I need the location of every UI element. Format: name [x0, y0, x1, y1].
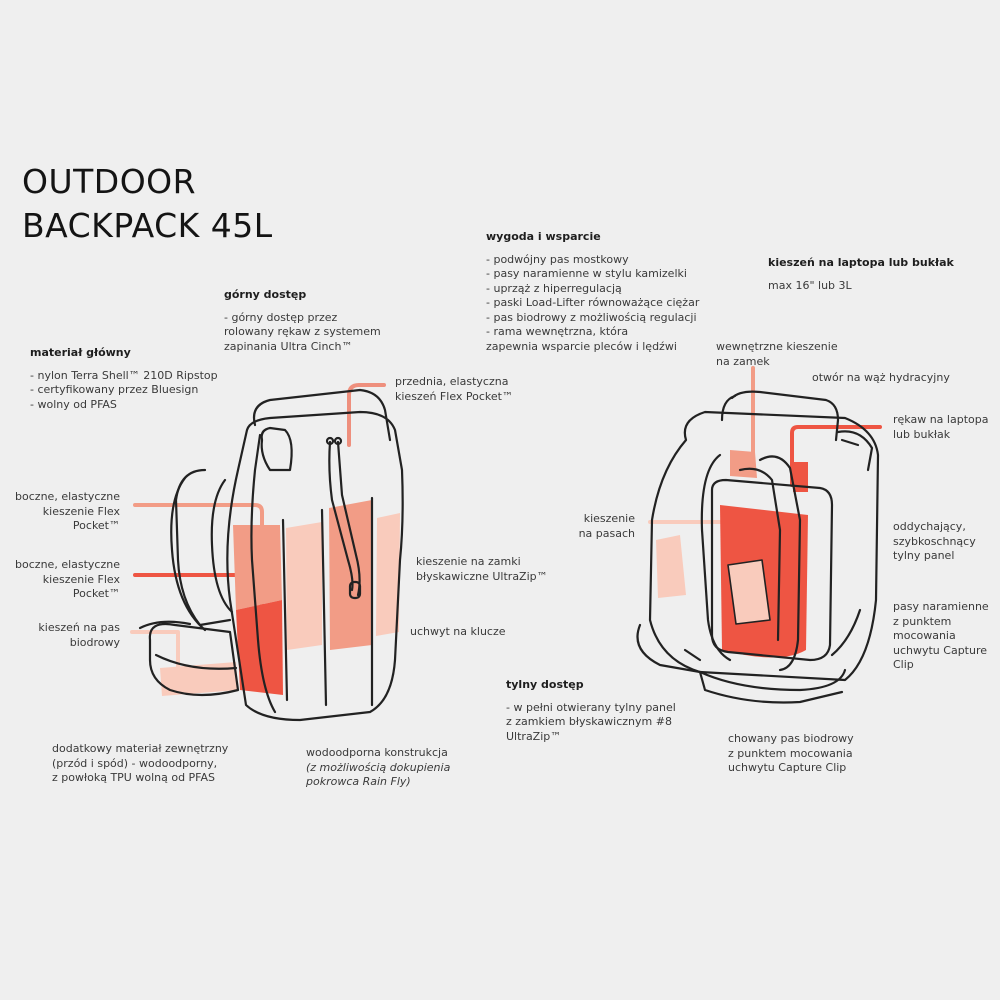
material-line: - wolny od PFAS	[30, 397, 117, 411]
front-pocket-callout: przednia, elastyczna kieszeń Flex Pocket…	[395, 375, 513, 404]
laptop-sleeve-line: lub bukłak	[893, 427, 951, 441]
zip-pockets-line: kieszenie na zamki	[416, 555, 521, 568]
extra-material-line: dodatkowy materiał zewnętrzny	[52, 742, 229, 755]
material-line: - certyfikowany przez Bluesign	[30, 383, 199, 396]
back-access-line: UltraZip™	[506, 729, 562, 743]
side-pocket-callout-1: boczne, elastyczne kieszenie Flex Pocket…	[15, 490, 120, 534]
inner-zip-pocket-line: wewnętrzne kieszenie	[716, 340, 838, 353]
back-panel-line: oddychający,	[893, 520, 966, 533]
strap-pockets-line: kieszenie	[583, 512, 635, 525]
top-access-callout: górny dostęp - górny dostęp przez rolowa…	[224, 288, 381, 354]
side-pocket-line: kieszenie Flex	[42, 572, 120, 586]
material-callout: materiał główny - nylon Terra Shell™ 210…	[30, 346, 218, 412]
side-pocket-callout-2: boczne, elastyczne kieszenie Flex Pocket…	[15, 558, 120, 602]
back-access-heading: tylny dostęp	[506, 678, 584, 691]
shoulder-straps-line: mocowania	[893, 629, 956, 642]
side-pocket-line: boczne, elastyczne	[15, 558, 120, 571]
hydration-port-callout: otwór na wąż hydracyjny	[812, 371, 950, 386]
inner-zip-pocket-line: na zamek	[716, 354, 770, 368]
comfort-line: - pas biodrowy z możliwością regulacji	[486, 310, 697, 324]
laptop-pocket-callout: kieszeń na laptopa lub bukłak max 16" lu…	[768, 256, 954, 293]
inner-zip-pocket-callout: wewnętrzne kieszenie na zamek	[716, 340, 838, 369]
hip-pocket-line: biodrowy	[69, 635, 120, 649]
back-access-callout: tylny dostęp - w pełni otwierany tylny p…	[506, 678, 676, 744]
hip-pocket-line: kieszeń na pas	[38, 621, 120, 634]
waterproof-note: pokrowca Rain Fly)	[306, 775, 411, 788]
laptop-sleeve-callout: rękaw na laptopa lub bukłak	[893, 413, 988, 442]
front-backpack-drawing	[130, 383, 404, 722]
top-access-line: rolowany rękaw z systemem	[224, 325, 381, 338]
hydration-port-line: otwór na wąż hydracyjny	[812, 371, 950, 384]
strap-pockets-callout: kieszenie na pasach	[579, 512, 635, 541]
laptop-pocket-line: max 16" lub 3L	[768, 278, 852, 292]
title-line-1: OUTDOOR	[22, 162, 197, 201]
hidden-belt-line: z punktem mocowania	[728, 746, 853, 760]
back-access-line: z zamkiem błyskawicznym #8	[506, 715, 672, 728]
waterproof-line: wodoodporna konstrukcja	[306, 746, 448, 759]
shoulder-straps-line: z punktem	[893, 614, 952, 628]
material-heading: materiał główny	[30, 346, 131, 359]
waterproof-callout: wodoodporna konstrukcja (z możliwością d…	[306, 746, 450, 790]
comfort-line: - uprząż z hiperregulacją	[486, 281, 622, 295]
front-pocket-line: kieszeń Flex Pocket™	[395, 389, 513, 403]
strap-pockets-line: na pasach	[578, 526, 635, 540]
key-holder-callout: uchwyt na klucze	[410, 625, 506, 640]
hidden-belt-callout: chowany pas biodrowy z punktem mocowania…	[728, 732, 854, 776]
shoulder-straps-line: uchwytu Capture	[893, 643, 988, 657]
key-holder-line: uchwyt na klucze	[410, 625, 506, 638]
laptop-pocket-heading: kieszeń na laptopa lub bukłak	[768, 256, 954, 269]
extra-material-line: (przód i spód) - wodoodporny,	[52, 756, 218, 770]
back-panel-line: szybkoschnący	[893, 534, 976, 548]
product-title: OUTDOOR BACKPACK 45L	[22, 160, 273, 248]
extra-material-line: z powłoką TPU wolną od PFAS	[52, 771, 216, 784]
comfort-line: - paski Load-Lifter równoważące ciężar	[486, 296, 700, 309]
back-access-line: - w pełni otwierany tylny panel	[506, 700, 676, 714]
zip-pockets-line: błyskawiczne UltraZip™	[416, 569, 548, 583]
material-line: - nylon Terra Shell™ 210D Ripstop	[30, 368, 218, 382]
side-pocket-line: Pocket™	[72, 587, 120, 600]
hip-pocket-callout: kieszeń na pas biodrowy	[38, 621, 120, 650]
shoulder-straps-line: pasy naramienne	[893, 600, 989, 613]
side-pocket-line: boczne, elastyczne	[15, 490, 120, 503]
laptop-sleeve-line: rękaw na laptopa	[893, 413, 989, 426]
waterproof-note: (z możliwością dokupienia	[306, 760, 451, 774]
hidden-belt-line: chowany pas biodrowy	[728, 732, 854, 745]
back-backpack-drawing	[636, 366, 882, 704]
back-panel-callout: oddychający, szybkoschnący tylny panel	[893, 520, 976, 564]
side-pocket-line: kieszenie Flex	[42, 504, 120, 518]
title-line-2: BACKPACK 45L	[22, 206, 273, 245]
comfort-line: zapewnia wsparcie pleców i lędźwi	[486, 339, 677, 353]
shoulder-straps-callout: pasy naramienne z punktem mocowania uchw…	[893, 600, 989, 673]
comfort-line: - podwójny pas mostkowy	[486, 252, 629, 266]
zip-pockets-callout: kieszenie na zamki błyskawiczne UltraZip…	[416, 555, 548, 584]
top-access-line: - górny dostęp przez	[224, 310, 338, 324]
side-pocket-line: Pocket™	[72, 519, 120, 532]
top-access-heading: górny dostęp	[224, 288, 307, 301]
front-pocket-line: przednia, elastyczna	[395, 375, 509, 388]
comfort-line: - rama wewnętrzna, która	[486, 325, 629, 338]
shoulder-straps-line: Clip	[893, 658, 914, 671]
comfort-heading: wygoda i wsparcie	[486, 230, 601, 243]
back-panel-line: tylny panel	[893, 549, 955, 562]
extra-material-callout: dodatkowy materiał zewnętrzny (przód i s…	[52, 742, 228, 786]
comfort-line: - pasy naramienne w stylu kamizelki	[486, 267, 687, 280]
comfort-callout: wygoda i wsparcie - podwójny pas mostkow…	[486, 230, 699, 354]
top-access-line: zapinania Ultra Cinch™	[224, 339, 353, 353]
hidden-belt-line: uchwytu Capture Clip	[728, 761, 847, 774]
